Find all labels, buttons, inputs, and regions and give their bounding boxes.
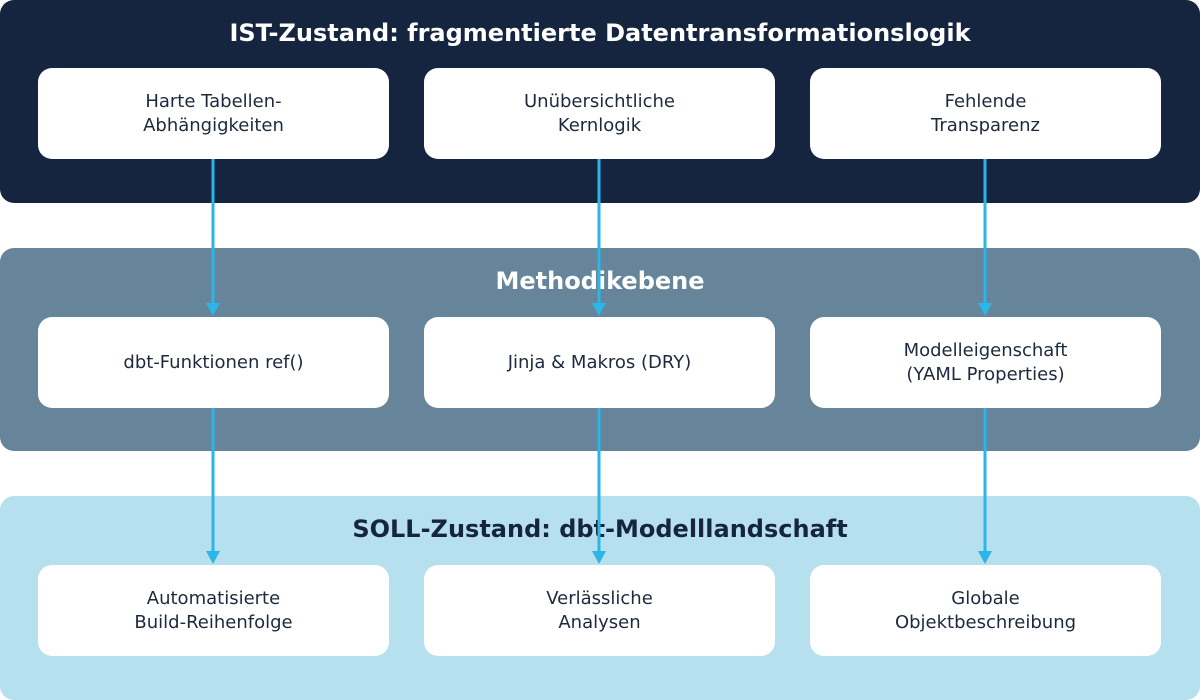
- soll-zustand-title: SOLL-Zustand: dbt-Modelllandschaft: [352, 515, 848, 543]
- box-globale-objektbeschreibung: Globale Objektbeschreibung: [810, 565, 1161, 656]
- box-jinja-makros: Jinja & Makros (DRY): [424, 317, 775, 408]
- box-automatisierte-build-reihenfolge: Automatisierte Build-Reihenfolge: [38, 565, 389, 656]
- methodikebene-title: Methodikebene: [495, 267, 705, 295]
- ist-zustand-title: IST-Zustand: fragmentierte Datentransfor…: [229, 19, 971, 47]
- box-fehlende-transparenz: Fehlende Transparenz: [810, 68, 1161, 159]
- box-harte-tabellen-abhaengigkeiten: Harte Tabellen- Abhängigkeiten: [38, 68, 389, 159]
- box-dbt-funktionen-ref: dbt-Funktionen ref(): [38, 317, 389, 408]
- box-unuebersichtliche-kernlogik: Unübersichtliche Kernlogik: [424, 68, 775, 159]
- box-modelleigenschaft: Modelleigenschaft (YAML Properties): [810, 317, 1161, 408]
- box-verlaessliche-analysen: Verlässliche Analysen: [424, 565, 775, 656]
